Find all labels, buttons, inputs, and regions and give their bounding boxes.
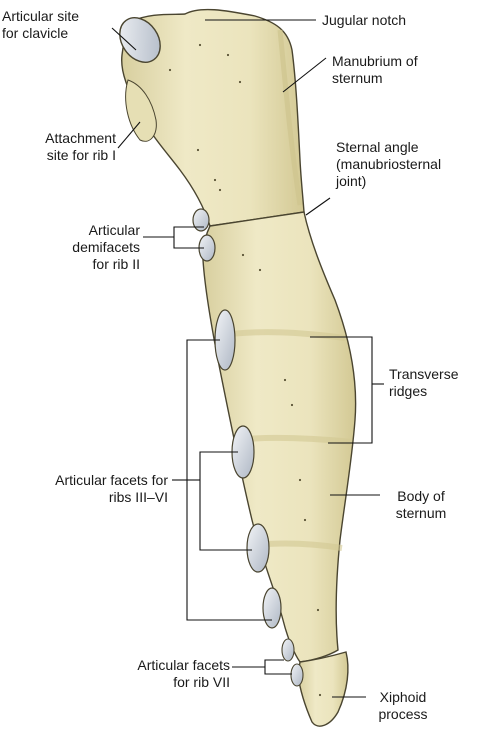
label-attachment-rib1: Attachment site for rib I <box>45 130 116 163</box>
label-facets-ribs3-6: Articular facets for ribs III–VI <box>55 472 168 505</box>
label-transverse-ridges: Transverse ridges <box>389 366 459 399</box>
label-articular-site-clavicle: Articular site for clavicle <box>2 8 80 41</box>
bone-pores <box>168 43 322 697</box>
label-xiphoid: Xiphoid process <box>378 689 428 722</box>
label-sternal-angle: Sternal angle (manubriosternal joint) <box>336 139 442 189</box>
label-facets-rib7: Articular facets for rib VII <box>137 657 230 690</box>
leader-manubrium <box>282 57 327 93</box>
rib7-facet-upper <box>281 638 295 662</box>
leader-ribs3-6-inner <box>199 451 252 551</box>
label-demifacets-rib2: Articular demifacets for rib II <box>72 222 140 272</box>
rib1-attachment-site <box>125 79 157 142</box>
leader-clavicle <box>111 27 137 51</box>
label-body-sternum: Body of sternum <box>395 488 447 521</box>
leader-lines <box>111 19 384 698</box>
rib2-demifacet-upper <box>192 208 210 232</box>
label-jugular-notch: Jugular notch <box>322 12 407 28</box>
rib6-facet <box>262 587 282 629</box>
label-manubrium: Manubrium of sternum <box>332 53 418 86</box>
rib7-facet-lower <box>290 663 304 687</box>
clavicular-facet <box>119 17 161 63</box>
leader-sternal-angle <box>305 197 331 216</box>
leader-rib1 <box>117 121 141 149</box>
leader-rib7-bracket <box>264 659 292 675</box>
xiphoid-shape <box>297 651 349 727</box>
shade-edge <box>277 29 303 206</box>
leader-transverse-ridges <box>310 336 373 444</box>
rib5-facet <box>246 523 270 573</box>
